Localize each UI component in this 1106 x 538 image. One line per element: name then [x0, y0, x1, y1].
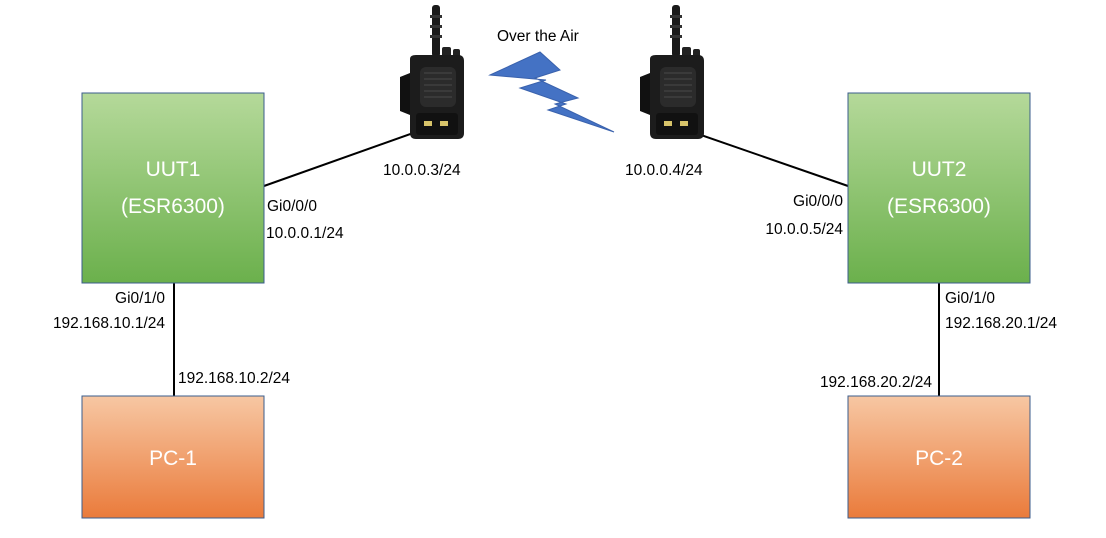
uut1-wan-ip: 10.0.0.1/24	[266, 225, 344, 242]
pc-name: PC-2	[915, 447, 963, 470]
router-model: (ESR6300)	[887, 195, 991, 218]
links	[173, 126, 940, 396]
pc-box	[847, 395, 1031, 519]
router-uut1: UUT1 (ESR6300)	[81, 92, 265, 284]
pc-1: PC-1	[81, 395, 265, 519]
uut1-lan-ip: 192.168.10.1/24	[53, 315, 165, 332]
radio2-ip: 10.0.0.4/24	[625, 162, 703, 179]
walkie-talkie-icon	[399, 4, 465, 140]
uut2-wan-interface: Gi0/0/0	[793, 193, 843, 210]
router-uut2: UUT2 (ESR6300)	[847, 92, 1031, 284]
address-labels: 10.0.0.3/24 10.0.0.4/24 Gi0/0/0 10.0.0.1…	[53, 162, 1057, 391]
radio1-ip: 10.0.0.3/24	[383, 162, 461, 179]
pc-box	[81, 395, 265, 519]
router-model: (ESR6300)	[121, 195, 225, 218]
link-uut1-radio1	[263, 126, 431, 187]
uut1-wan-interface: Gi0/0/0	[267, 198, 317, 215]
pc-2: PC-2	[847, 395, 1031, 519]
router-box	[81, 92, 265, 284]
lightning-bolt-icon	[488, 51, 615, 133]
uut2-lan-interface: Gi0/1/0	[945, 290, 995, 307]
pc-name: PC-1	[149, 447, 197, 470]
router-name: UUT2	[912, 158, 967, 181]
link-radio2-uut2	[677, 126, 849, 187]
router-box	[847, 92, 1031, 284]
pc2-ip: 192.168.20.2/24	[820, 374, 932, 391]
uut1-lan-interface: Gi0/1/0	[115, 290, 165, 307]
uut2-wan-ip: 10.0.0.5/24	[765, 221, 843, 238]
walkie-talkie-icon	[639, 4, 705, 140]
wireless-label: Over the Air	[497, 28, 579, 45]
uut2-lan-ip: 192.168.20.1/24	[945, 315, 1057, 332]
router-name: UUT1	[146, 158, 201, 181]
pc1-ip: 192.168.10.2/24	[178, 370, 290, 387]
